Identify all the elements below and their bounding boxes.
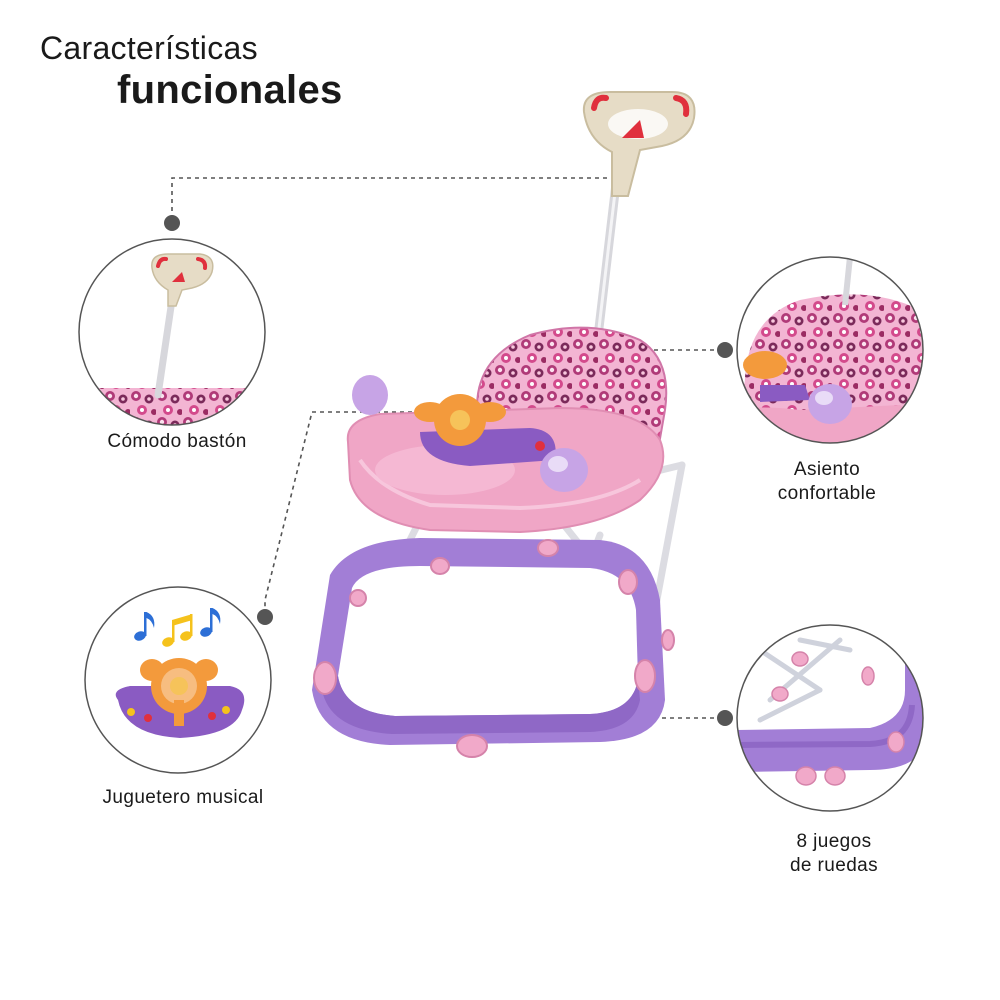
caption-seat-line2: confortable xyxy=(777,483,877,504)
detail-circle-toy xyxy=(84,586,272,774)
caption-toy: Juguetero musical xyxy=(102,787,264,808)
baby-walker xyxy=(312,91,696,758)
caption-wheels-line1: 8 juegos xyxy=(796,831,872,852)
title-line-2: funcionales xyxy=(117,68,343,112)
leader-dot-seat xyxy=(717,342,733,358)
caption-seat: Asiento confortable xyxy=(737,458,917,506)
music-toy xyxy=(115,658,245,738)
detail-circle-handle xyxy=(78,238,266,426)
title-line-1: Características xyxy=(40,30,258,66)
detail-circle-seat xyxy=(736,256,924,444)
walker-base xyxy=(312,538,675,758)
leader-dot-wheels xyxy=(717,710,733,726)
leader-dot-toy xyxy=(257,609,273,625)
walker-tray xyxy=(346,375,665,534)
leader-dot-handle xyxy=(164,215,180,231)
caption-seat-line1: Asiento xyxy=(793,459,861,480)
caption-wheels-line2: de ruedas xyxy=(789,855,879,876)
caption-wheels: 8 juegos de ruedas xyxy=(744,830,924,878)
leader-line-handle xyxy=(171,177,623,220)
caption-handle: Cómodo bastón xyxy=(107,431,247,452)
push-handle xyxy=(582,91,696,197)
leader-dots xyxy=(164,215,733,726)
detail-circle-wheels xyxy=(736,624,924,812)
music-notes-icon xyxy=(134,608,221,647)
